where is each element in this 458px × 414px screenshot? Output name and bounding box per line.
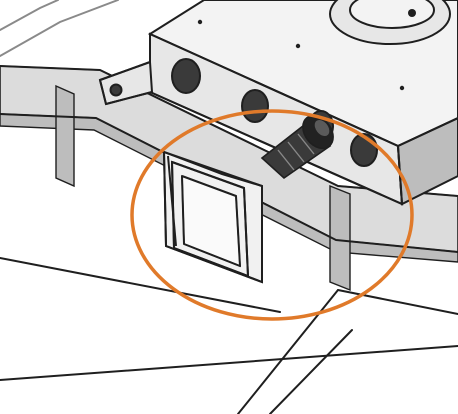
- junction-box-icon: [147, 0, 458, 206]
- cover-hinge: [167, 155, 177, 247]
- highlight-circle-icon: [130, 109, 414, 321]
- knockout-3: [350, 133, 378, 167]
- top-dot-1: [197, 19, 203, 25]
- floor-line-1: [0, 257, 281, 313]
- mounting-bracket-icon: [98, 60, 154, 106]
- top-dot-2: [295, 43, 301, 49]
- cover-edge-outer: [163, 151, 263, 283]
- connector-thread-1: [277, 149, 295, 171]
- floor-line-5: [269, 329, 353, 414]
- knockout-1: [171, 58, 201, 94]
- tile-rail-top-left: [0, 0, 59, 31]
- connector-bore: [314, 120, 330, 136]
- cable-connector-icon: [260, 114, 334, 180]
- box-side-edge: [397, 117, 458, 147]
- fixture-dome-inner: [349, 0, 435, 29]
- floor-line-4: [337, 289, 458, 315]
- knockout-2: [241, 89, 269, 123]
- fixture-rivet: [408, 9, 416, 17]
- outlet-cover-icon: [162, 150, 263, 284]
- center-post: [329, 184, 351, 292]
- tile-rail-upper: [0, 0, 119, 57]
- connector-thread-3: [297, 133, 315, 155]
- floor-line-2: [0, 345, 458, 381]
- bracket-edge: [99, 61, 153, 105]
- cover-edge-plate: [181, 175, 241, 267]
- top-dot-3: [399, 85, 405, 91]
- left-post: [55, 84, 75, 188]
- bracket-hole: [109, 83, 123, 97]
- connector-thread-2: [287, 141, 305, 163]
